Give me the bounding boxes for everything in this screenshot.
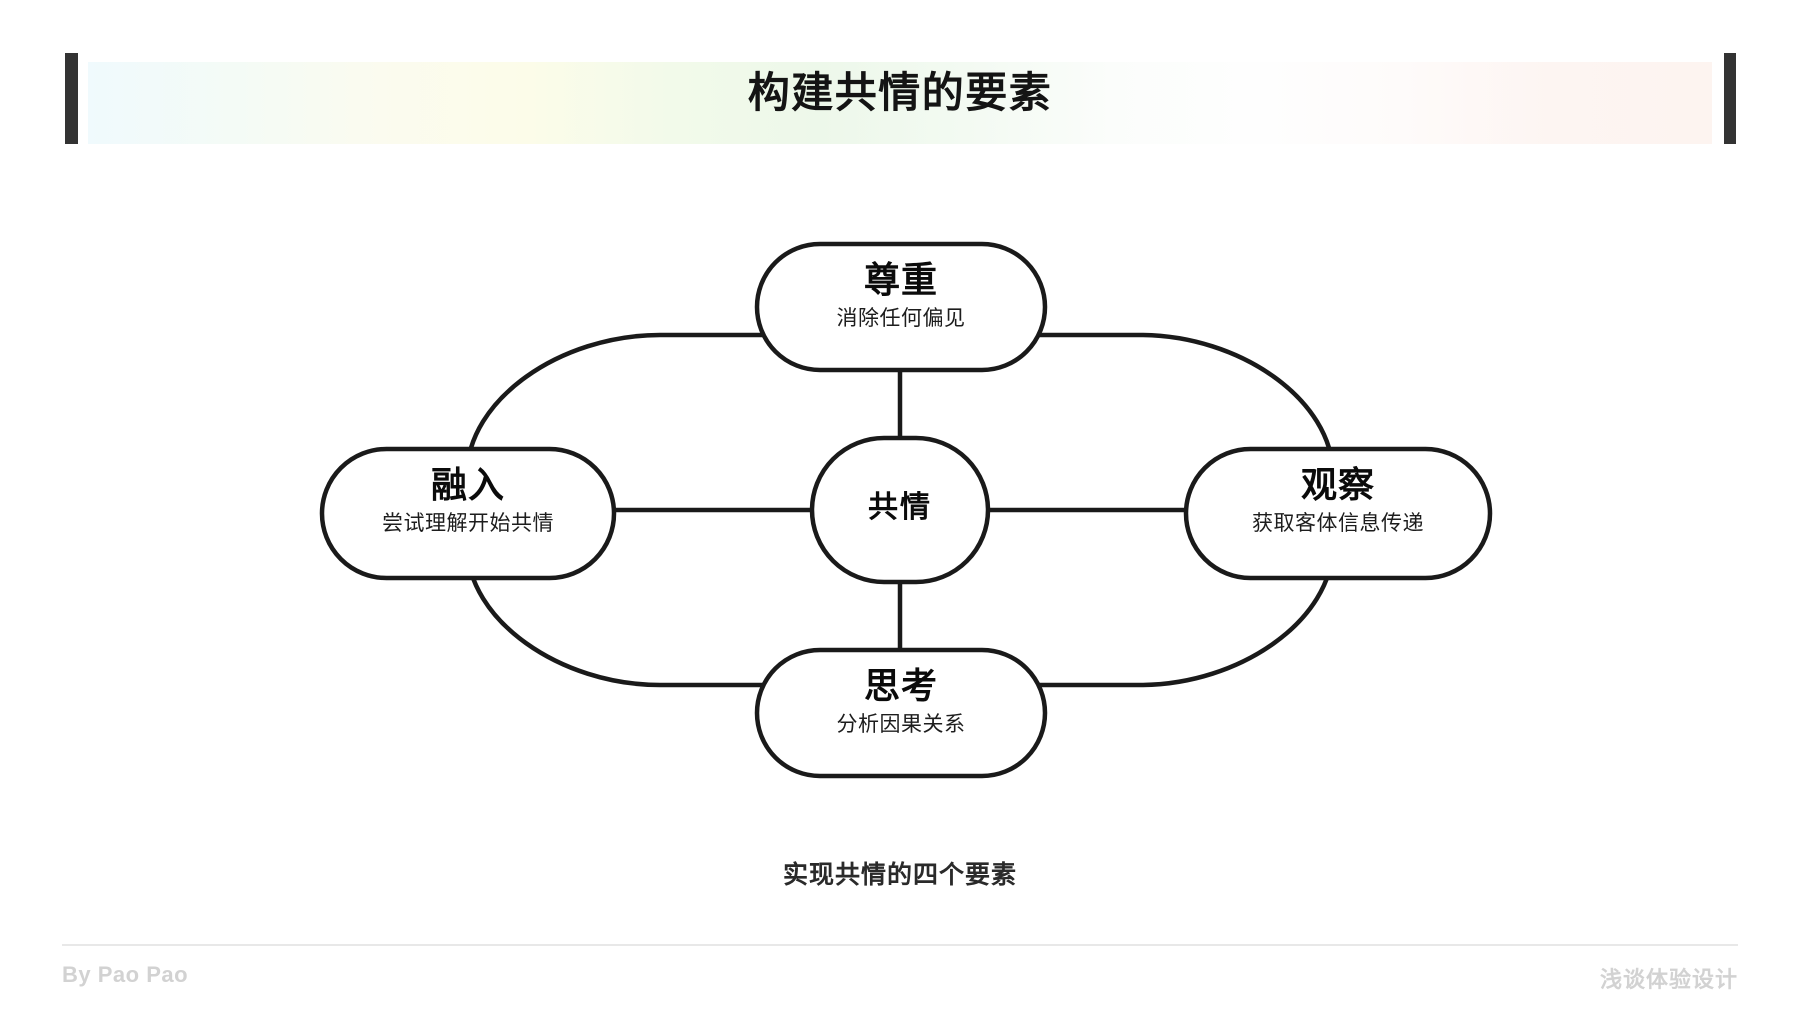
footer-author: By Pao Pao xyxy=(62,962,189,987)
connector-left-to-top xyxy=(464,332,903,478)
header-accent-bar-right xyxy=(1724,53,1736,144)
node-shape-top[interactable] xyxy=(754,241,1048,373)
empathy-diagram: 尊重 消除任何偏见 融入 尝试理解开始共情 观察 获取客体信息传递 思考 分析因… xyxy=(0,150,1800,870)
diagram-canvas xyxy=(319,241,1493,779)
footer-series-label: 浅谈体验设计 xyxy=(1599,967,1738,992)
footer-divider xyxy=(62,944,1738,946)
node-shape-bottom[interactable] xyxy=(754,647,1048,779)
node-shape-center[interactable] xyxy=(809,435,991,585)
diagram-caption: 实现共情的四个要素 xyxy=(782,861,1017,889)
page-header: 构建共情的要素 xyxy=(0,0,1800,150)
node-shape-left[interactable] xyxy=(319,446,617,581)
connector-top-to-right xyxy=(897,332,1336,478)
header-gradient-band xyxy=(88,62,1712,144)
node-shape-right[interactable] xyxy=(1183,446,1493,581)
header-accent-bar-left xyxy=(65,53,78,144)
page-title: 构建共情的要素 xyxy=(747,69,1053,116)
